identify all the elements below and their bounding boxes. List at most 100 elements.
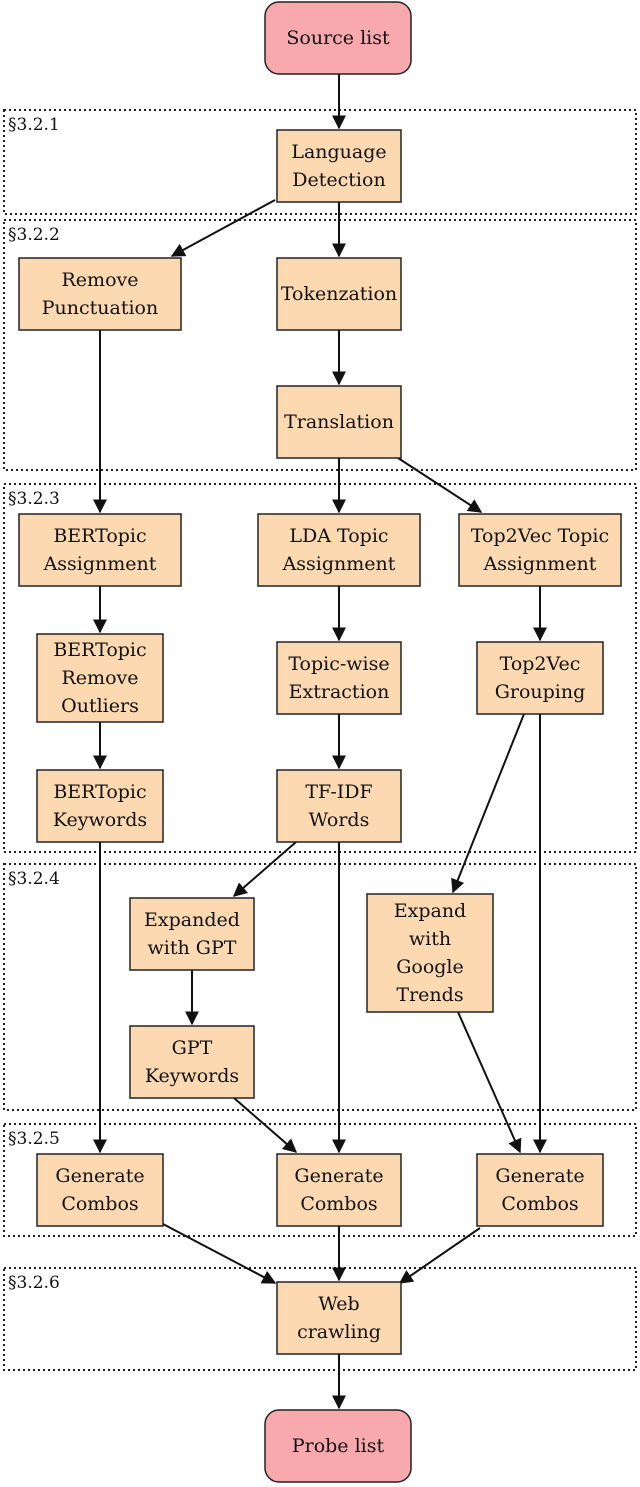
- section-frame: [3, 109, 637, 215]
- node-label-line: Generate: [495, 1165, 584, 1187]
- node-probe: Probe list: [264, 1409, 412, 1483]
- section-s2: §3.2.2: [3, 219, 637, 471]
- node-label-line: Detection: [292, 169, 385, 191]
- nodes-layer: Source listLanguageDetectionRemovePunctu…: [18, 1, 622, 1483]
- node-label-line: Remove: [62, 667, 139, 689]
- section-label: §3.2.1: [8, 115, 60, 135]
- section-s3: §3.2.3: [3, 483, 637, 853]
- terminal-box: [264, 1, 412, 75]
- node-label-line: with GPT: [148, 937, 237, 959]
- node-expgpt: Expanded with GPT: [129, 897, 255, 971]
- section-frame: [3, 483, 637, 853]
- node-label-line: Google: [396, 956, 464, 978]
- node-label-line: Web: [318, 1293, 359, 1315]
- node-label-line: Generate: [55, 1165, 144, 1187]
- node-label-line: BERTopic: [53, 639, 146, 661]
- node-label-line: Assignment: [483, 553, 597, 575]
- node-label-line: Combos: [61, 1193, 138, 1215]
- edges-layer: [93, 74, 547, 1410]
- process-box: [257, 513, 421, 587]
- node-label-line: Keywords: [145, 1065, 239, 1087]
- section-label: §3.2.3: [8, 489, 60, 509]
- node-label-line: Translation: [284, 411, 394, 433]
- node-label-line: Outliers: [61, 695, 139, 717]
- process-box: [458, 513, 622, 587]
- node-label-line: Top2Vec Topic: [471, 525, 609, 547]
- process-box: [18, 257, 182, 331]
- edge-combo3-to-webcrawl: [398, 1227, 481, 1284]
- node-label-line: Words: [309, 809, 370, 831]
- process-box: [276, 129, 402, 203]
- section-frame: [3, 863, 637, 1111]
- node-label-line: Generate: [294, 1165, 383, 1187]
- section-s6: §3.2.6: [3, 1267, 637, 1371]
- node-label-line: Assignment: [43, 553, 157, 575]
- node-label-line: Top2Vec: [500, 653, 581, 675]
- edge-langdet-to-rmpunct: [170, 199, 276, 257]
- node-label-line: Remove: [62, 269, 139, 291]
- edge-t2vgroup-to-expgoogle: [451, 713, 525, 894]
- terminal-box: [264, 1409, 412, 1483]
- node-label-line: TF-IDF: [305, 781, 372, 803]
- node-label-line: Trends: [396, 984, 463, 1006]
- node-label-line: Punctuation: [42, 297, 159, 319]
- node-label-line: Expand: [394, 900, 466, 922]
- section-label: §3.2.5: [8, 1129, 60, 1149]
- sections-layer: §3.2.1 §3.2.2 §3.2.3 §3.2.4 §3.2.5 §3.2.6: [3, 109, 637, 1371]
- node-label-line: Probe list: [292, 1435, 385, 1457]
- edge-expgoogle-to-combo3: [457, 1011, 522, 1154]
- section-frame: [3, 1123, 637, 1237]
- node-label-line: Keywords: [53, 809, 147, 831]
- section-s4: §3.2.4: [3, 863, 637, 1111]
- node-label-line: BERTopic: [53, 781, 146, 803]
- edge-tfidf-to-expgpt: [232, 841, 297, 897]
- node-label-line: Language: [291, 141, 386, 163]
- node-label-line: Tokenzation: [281, 283, 397, 305]
- edge-gptkw-to-combo2: [233, 1097, 298, 1153]
- process-box: [36, 769, 164, 843]
- node-label-line: Topic-wise: [288, 653, 389, 675]
- section-frame: [3, 219, 637, 471]
- node-label-line: LDA Topic: [289, 525, 388, 547]
- node-tokenize: Tokenzation: [276, 257, 402, 331]
- section-s1: §3.2.1: [3, 109, 637, 215]
- section-s5: §3.2.5: [3, 1123, 637, 1237]
- process-box: [276, 641, 402, 715]
- process-box: [129, 897, 255, 971]
- edge-translate-to-t2vassign: [397, 457, 483, 513]
- node-label-line: with: [409, 928, 451, 950]
- node-label-line: Combos: [501, 1193, 578, 1215]
- node-label-line: Assignment: [282, 553, 396, 575]
- process-box: [366, 893, 494, 1013]
- process-box: [18, 513, 182, 587]
- node-tfidf: TF-IDF Words: [276, 769, 402, 843]
- node-label-line: Combos: [300, 1193, 377, 1215]
- node-label-line: BERTopic: [53, 525, 146, 547]
- process-box: [36, 633, 164, 723]
- section-frame: [3, 1267, 637, 1371]
- node-source: Source list: [264, 1, 412, 75]
- node-label-line: crawling: [297, 1321, 381, 1343]
- node-label-line: Expanded: [144, 909, 240, 931]
- node-translate: Translation: [276, 385, 402, 459]
- process-box: [276, 385, 402, 459]
- process-box: [476, 641, 604, 715]
- node-label-line: Source list: [286, 27, 390, 49]
- process-box: [36, 1153, 164, 1227]
- section-label: §3.2.6: [8, 1273, 60, 1293]
- edge-combo1-to-webcrawl: [162, 1223, 277, 1284]
- process-box: [276, 257, 402, 331]
